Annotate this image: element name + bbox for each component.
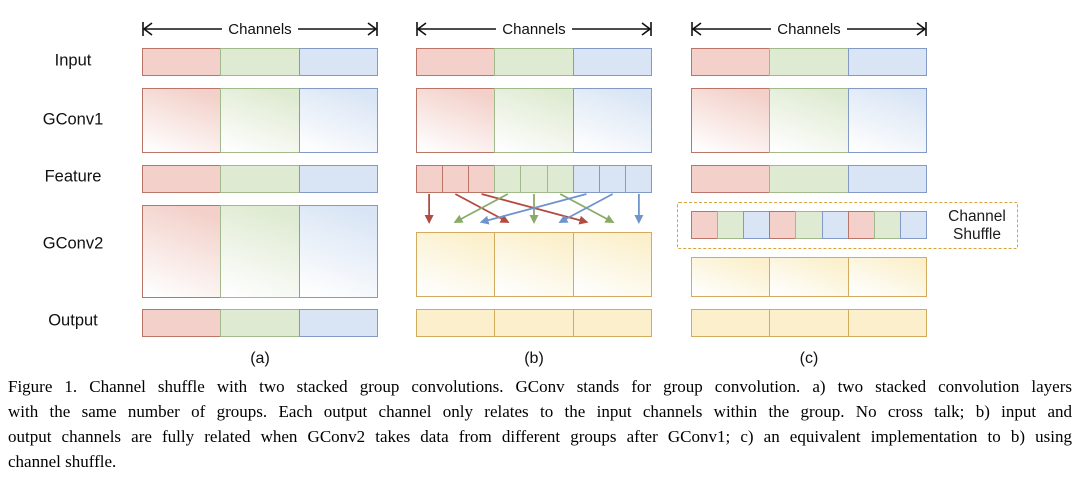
blue-channel-cell [298, 165, 378, 193]
blue-shuffle-arrow [558, 193, 614, 223]
yellow-channel-cell [494, 232, 574, 297]
panel-c-gconv2-strip [691, 257, 927, 297]
channel-shuffle-dashed-box [677, 202, 1018, 249]
panel-c-input-strip [691, 48, 927, 76]
caption-line-3: output channels are fully related when G… [8, 427, 1072, 446]
blue-channel-cell [298, 205, 378, 298]
panel-c-channels-arrow: Channels [691, 21, 927, 38]
panel-c-gconv1-strip [691, 88, 927, 153]
red-channel-cell [468, 165, 496, 193]
figure-caption: Figure 1. Channel shuffle with two stack… [8, 374, 1072, 474]
panel-b-channels-arrow: Channels [416, 21, 652, 38]
red-channel-cell [416, 88, 496, 153]
panel-b-output-strip [416, 309, 652, 337]
blue-channel-cell [624, 165, 652, 193]
row-label-input: Input [54, 51, 92, 70]
green-channel-cell [220, 165, 300, 193]
blue-channel-cell [572, 88, 652, 153]
red-channel-cell [142, 165, 222, 193]
yellow-channel-cell [494, 309, 574, 337]
blue-channel-cell [847, 88, 927, 153]
green-channel-cell [520, 165, 548, 193]
green-channel-cell [494, 48, 574, 76]
green-channel-cell [494, 165, 522, 193]
panel-a-output-strip [142, 309, 378, 337]
red-channel-cell [416, 48, 496, 76]
green-channel-cell [546, 165, 574, 193]
channels-axis-label: Channels [777, 21, 840, 38]
red-channel-cell [691, 211, 719, 239]
yellow-channel-cell [416, 232, 496, 297]
panel-b-feature-strip [416, 165, 652, 193]
caption-line-1: Figure 1. Channel shuffle with two stack… [8, 377, 1072, 396]
green-channel-cell [220, 88, 300, 153]
blue-channel-cell [847, 48, 927, 76]
panel-c-feature-strip [691, 165, 927, 193]
panel-b-gconv2-strip [416, 232, 652, 297]
channels-axis-label: Channels [502, 21, 565, 38]
caption-line-4: channel shuffle. [8, 452, 117, 471]
panel-c-shuffle-strip [691, 211, 927, 239]
green-channel-cell [220, 205, 300, 298]
green-shuffle-arrow [453, 193, 509, 223]
row-label-gconv1: GConv1 [42, 110, 104, 129]
blue-channel-cell [572, 165, 600, 193]
blue-channel-cell [598, 165, 626, 193]
panel-b-gconv1-strip [416, 88, 652, 153]
blue-channel-cell [298, 48, 378, 76]
red-channel-cell [142, 88, 222, 153]
green-channel-cell [220, 48, 300, 76]
blue-channel-cell [298, 309, 378, 337]
subcaption-b: (b) [524, 350, 544, 367]
yellow-channel-cell [691, 257, 771, 297]
green-channel-cell [769, 88, 849, 153]
red-channel-cell [142, 309, 222, 337]
subcaption-c: (c) [799, 350, 819, 367]
green-channel-cell [769, 48, 849, 76]
blue-channel-cell [298, 88, 378, 153]
panel-b-shuffle-arrows [424, 193, 644, 225]
panel-a-channels-arrow: Channels [142, 21, 378, 38]
panel-a-feature-strip [142, 165, 378, 193]
row-label-feature: Feature [44, 167, 102, 186]
green-channel-cell [220, 309, 300, 337]
green-channel-cell [769, 165, 849, 193]
red-channel-cell [691, 48, 771, 76]
green-channel-cell [717, 211, 745, 239]
blue-channel-cell [847, 165, 927, 193]
panel-b-input-strip [416, 48, 652, 76]
red-channel-cell [691, 88, 771, 153]
red-channel-cell [847, 211, 875, 239]
red-channel-cell [142, 205, 222, 298]
green-channel-cell [494, 88, 574, 153]
channel-shuffle-label: Channel Shuffle [948, 207, 1006, 243]
panel-a-input-strip [142, 48, 378, 76]
yellow-channel-cell [847, 257, 927, 297]
caption-line-2: with the same number of groups. Each out… [8, 402, 1072, 421]
yellow-channel-cell [572, 309, 652, 337]
yellow-channel-cell [769, 309, 849, 337]
panel-c-output-strip [691, 309, 927, 337]
yellow-channel-cell [691, 309, 771, 337]
yellow-channel-cell [416, 309, 496, 337]
red-channel-cell [442, 165, 470, 193]
panel-a-gconv2-strip [142, 205, 378, 298]
row-label-output: Output [48, 311, 98, 330]
blue-channel-cell [899, 211, 927, 239]
red-channel-cell [142, 48, 222, 76]
yellow-channel-cell [572, 232, 652, 297]
red-channel-cell [691, 165, 771, 193]
blue-shuffle-arrow [479, 193, 587, 225]
channels-axis-label: Channels [228, 21, 291, 38]
blue-channel-cell [572, 48, 652, 76]
yellow-channel-cell [769, 257, 849, 297]
subcaption-a: (a) [250, 350, 270, 367]
panel-a-gconv1-strip [142, 88, 378, 153]
row-label-gconv2: GConv2 [42, 234, 104, 253]
yellow-channel-cell [847, 309, 927, 337]
red-channel-cell [416, 165, 444, 193]
